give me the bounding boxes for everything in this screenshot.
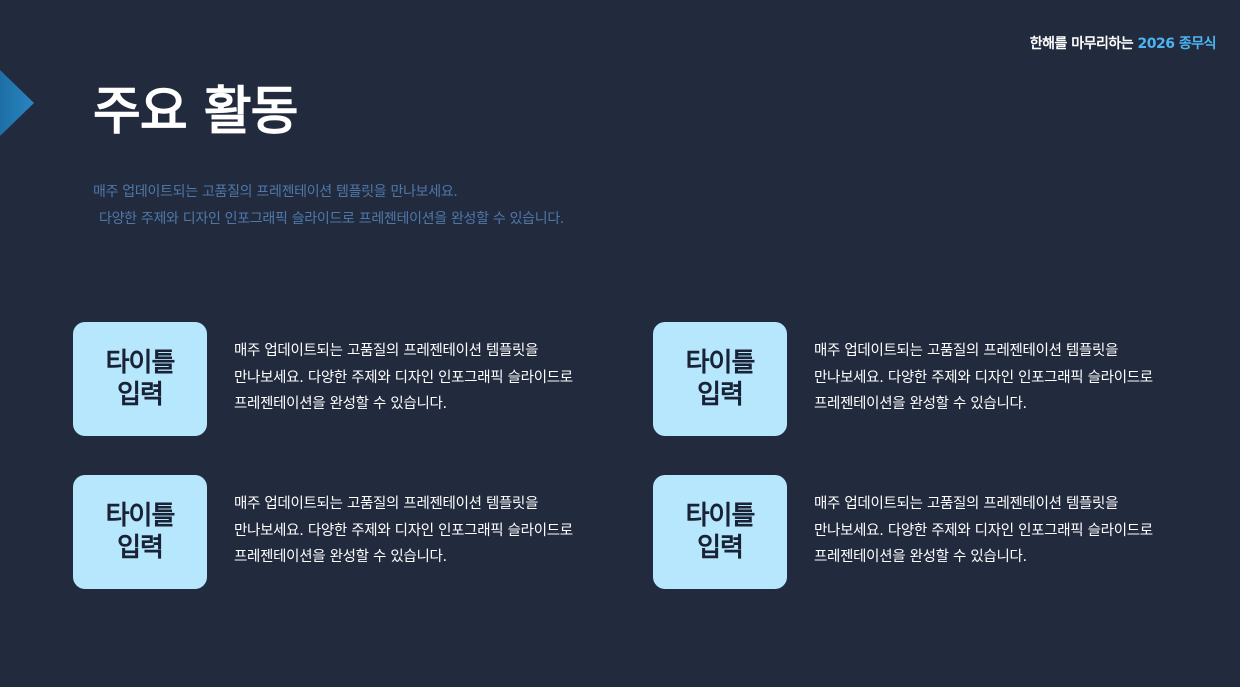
corner-arrow-icon (0, 70, 34, 136)
card-title: 타이틀 입력 (685, 501, 756, 563)
card-title-badge: 타이틀 입력 (73, 322, 207, 436)
card-description: 매주 업데이트되는 고품질의 프레젠테이션 템플릿을 만나보세요. 다양한 주제… (814, 343, 1153, 412)
card-description: 매주 업데이트되는 고품질의 프레젠테이션 템플릿을 만나보세요. 다양한 주제… (814, 496, 1153, 565)
activity-card: 타이틀 입력 매주 업데이트되는 고품질의 프레젠테이션 템플릿을 만나보세요.… (73, 322, 633, 436)
subtitle: 매주 업데이트되는 고품질의 프레젠테이션 템플릿을 만나보세요. 다양한 주제… (93, 179, 564, 233)
card-title-badge: 타이틀 입력 (73, 475, 207, 589)
activity-card: 타이틀 입력 매주 업데이트되는 고품질의 프레젠테이션 템플릿을 만나보세요.… (653, 475, 1213, 589)
activity-card: 타이틀 입력 매주 업데이트되는 고품질의 프레젠테이션 템플릿을 만나보세요.… (653, 322, 1213, 436)
page-title: 주요 활동 (93, 81, 298, 142)
brand-accent-text: 2026 종무식 (1137, 36, 1217, 52)
activity-card: 타이틀 입력 매주 업데이트되는 고품질의 프레젠테이션 템플릿을 만나보세요.… (73, 475, 633, 589)
card-title-badge: 타이틀 입력 (653, 475, 787, 589)
card-title: 타이틀 입력 (105, 348, 176, 410)
brand-main-text: 한해를 마무리하는 (1029, 36, 1138, 52)
card-description: 매주 업데이트되는 고품질의 프레젠테이션 템플릿을 만나보세요. 다양한 주제… (234, 496, 573, 565)
card-title-badge: 타이틀 입력 (653, 322, 787, 436)
subtitle-line-2: 다양한 주제와 디자인 인포그래픽 슬라이드로 프레젠테이션을 완성할 수 있습… (99, 211, 565, 227)
card-title: 타이틀 입력 (685, 348, 756, 410)
subtitle-line-1: 매주 업데이트되는 고품질의 프레젠테이션 템플릿을 만나보세요. (93, 184, 458, 200)
card-description: 매주 업데이트되는 고품질의 프레젠테이션 템플릿을 만나보세요. 다양한 주제… (234, 343, 573, 412)
header-brand: 한해를 마무리하는 2026 종무식 (1029, 33, 1217, 53)
card-title: 타이틀 입력 (105, 501, 176, 563)
